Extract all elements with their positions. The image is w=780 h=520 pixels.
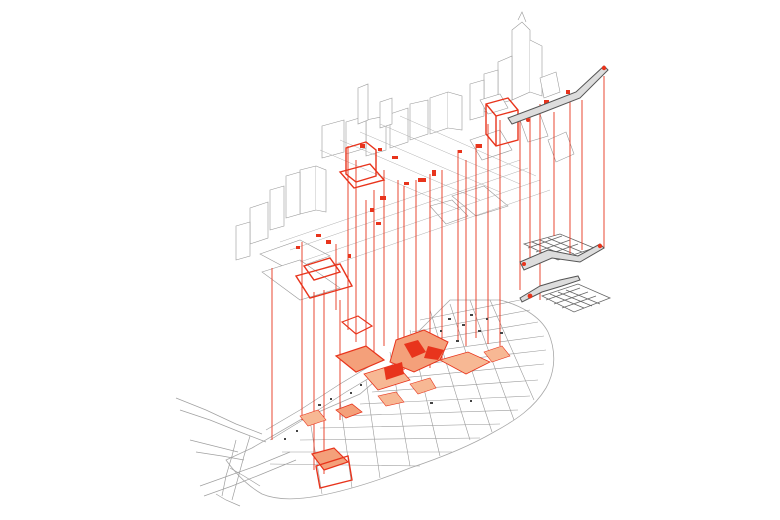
highway-strands [175, 359, 387, 507]
upper-highlight-blocks [294, 97, 519, 299]
lower-detail-marks [284, 314, 503, 440]
walkway-nodes [522, 65, 607, 299]
upper-grid-lines [279, 115, 551, 273]
tall-tower [511, 21, 531, 101]
lower-highlight-zones [299, 315, 511, 489]
projection-lines [271, 76, 605, 474]
upper-city-layer [235, 11, 575, 301]
elevated-walkway [507, 65, 609, 303]
